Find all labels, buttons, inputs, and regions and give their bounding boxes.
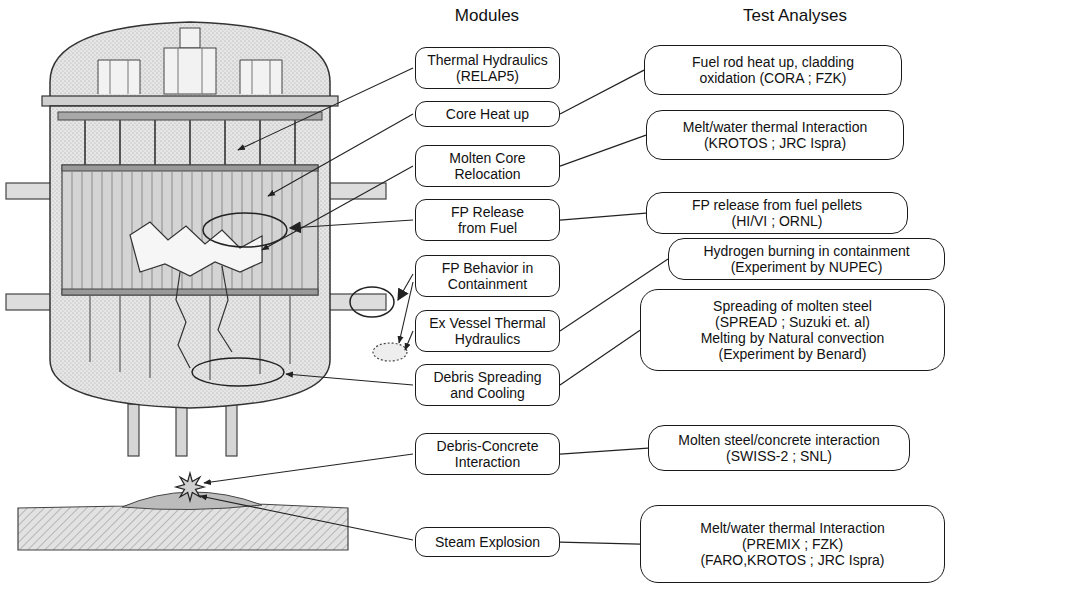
support-pipe [128,404,139,456]
control-rod-drive [110,48,270,94]
module-box: Debris Spreading and Cooling [415,364,560,406]
test-box: Hydrogen burning in containment (Experim… [668,238,945,280]
lower-plenum [90,296,290,380]
connector [560,330,640,385]
lower-plenum [90,296,290,380]
reactor-vessel [42,96,338,106]
support-pipe [176,406,187,456]
module-text: Steam Explosion [425,534,550,550]
module-box: Steam Explosion [415,527,560,557]
module-text: Thermal Hydraulics (RELAP5) [425,52,550,84]
molten-core [218,266,232,352]
leader-line [200,68,413,540]
reactor-vessel [42,22,338,408]
highlight-ellipse [350,287,394,317]
upper-plenum [85,120,295,165]
leader-line [238,68,413,150]
test-box: FP release from fuel pellets (HI/VI ; OR… [646,192,908,234]
connector [560,135,646,166]
module-box: Molten Core Relocation [415,145,560,187]
test-text: Melting by Natural convection (Experimen… [690,330,895,362]
highlight-ellipse [192,358,284,386]
reactor-core [62,165,318,295]
module-box: FP Behavior in Containment [415,255,560,297]
module-box: Thermal Hydraulics (RELAP5) [415,47,560,89]
leader-line [290,220,413,228]
control-rod-drive [98,28,282,94]
leader-line [262,166,413,250]
leader-line [399,282,413,343]
reactor-core [62,165,318,295]
leader-line [200,496,413,540]
module-text: FP Release from Fuel [443,204,533,236]
support-pipe [128,404,237,456]
nozzle [6,294,54,310]
leader-line [405,331,413,350]
highlight-ellipse [373,343,407,361]
leader-line [286,374,413,385]
highlight-ellipse [203,213,287,247]
leader-line [398,274,413,300]
nozzle [326,294,386,310]
upper-plenum [58,112,322,165]
column-heading: Test Analyses [743,6,847,26]
support-pipe [226,404,237,456]
test-text: Melt/water thermal Interaction (PREMIX ;… [695,520,890,568]
test-text: Hydrogen burning in containment (Experim… [694,243,919,275]
module-text: Molten Core Relocation [425,150,550,182]
test-text: Melt/water thermal Interaction (KROTOS ;… [678,119,873,151]
module-text: Ex Vessel Thermal Hydraulics [425,315,550,347]
module-box: FP Release from Fuel [415,199,560,241]
nozzle [6,183,54,199]
control-rod-drive [164,48,216,94]
control-rod-drive [98,60,140,94]
connector [560,70,644,114]
upper-plenum [58,112,322,120]
module-text: Debris Spreading and Cooling [425,369,550,401]
control-rod-drive [240,60,282,94]
column-heading: Modules [455,6,519,26]
reactor-vessel [50,22,330,100]
molten-core [130,222,262,276]
reactor-core [62,289,318,295]
module-text: Core Heat up [425,106,550,122]
connector [560,542,640,544]
test-text: Spreading of molten steel (SPREAD ; Suzu… [690,298,895,330]
explosion-star [176,473,204,501]
connector [560,213,646,220]
connector [560,448,648,454]
test-text: FP release from fuel pellets (HI/VI ; OR… [680,197,875,229]
molten-core [176,272,190,368]
concrete-floor [18,492,348,550]
test-box: Melt/water thermal Interaction (PREMIX ;… [640,505,945,583]
reactor-core [72,172,302,289]
test-box: Molten steel/concrete interaction (SWISS… [648,425,910,471]
module-box: Core Heat up [415,101,560,127]
module-box: Debris-Concrete Interaction [415,433,560,475]
leader-line [268,114,413,196]
module-text: FP Behavior in Containment [433,260,543,292]
test-text: Molten steel/concrete interaction (SWISS… [664,432,894,464]
control-rod-drive [180,28,200,48]
test-box: Spreading of molten steel (SPREAD ; Suzu… [640,289,945,371]
explosion-star [176,473,204,501]
reactor-core [62,165,318,171]
reactor-vessel [50,106,330,408]
module-text: Debris-Concrete Interaction [425,438,550,470]
test-box: Melt/water thermal Interaction (KROTOS ;… [646,110,904,160]
test-text: Fuel rod heat up, cladding oxidation (CO… [686,54,861,86]
module-box: Ex Vessel Thermal Hydraulics [415,310,560,352]
leader-line [204,454,413,483]
highlight-ellipse [192,213,407,386]
test-box: Fuel rod heat up, cladding oxidation (CO… [644,45,902,95]
